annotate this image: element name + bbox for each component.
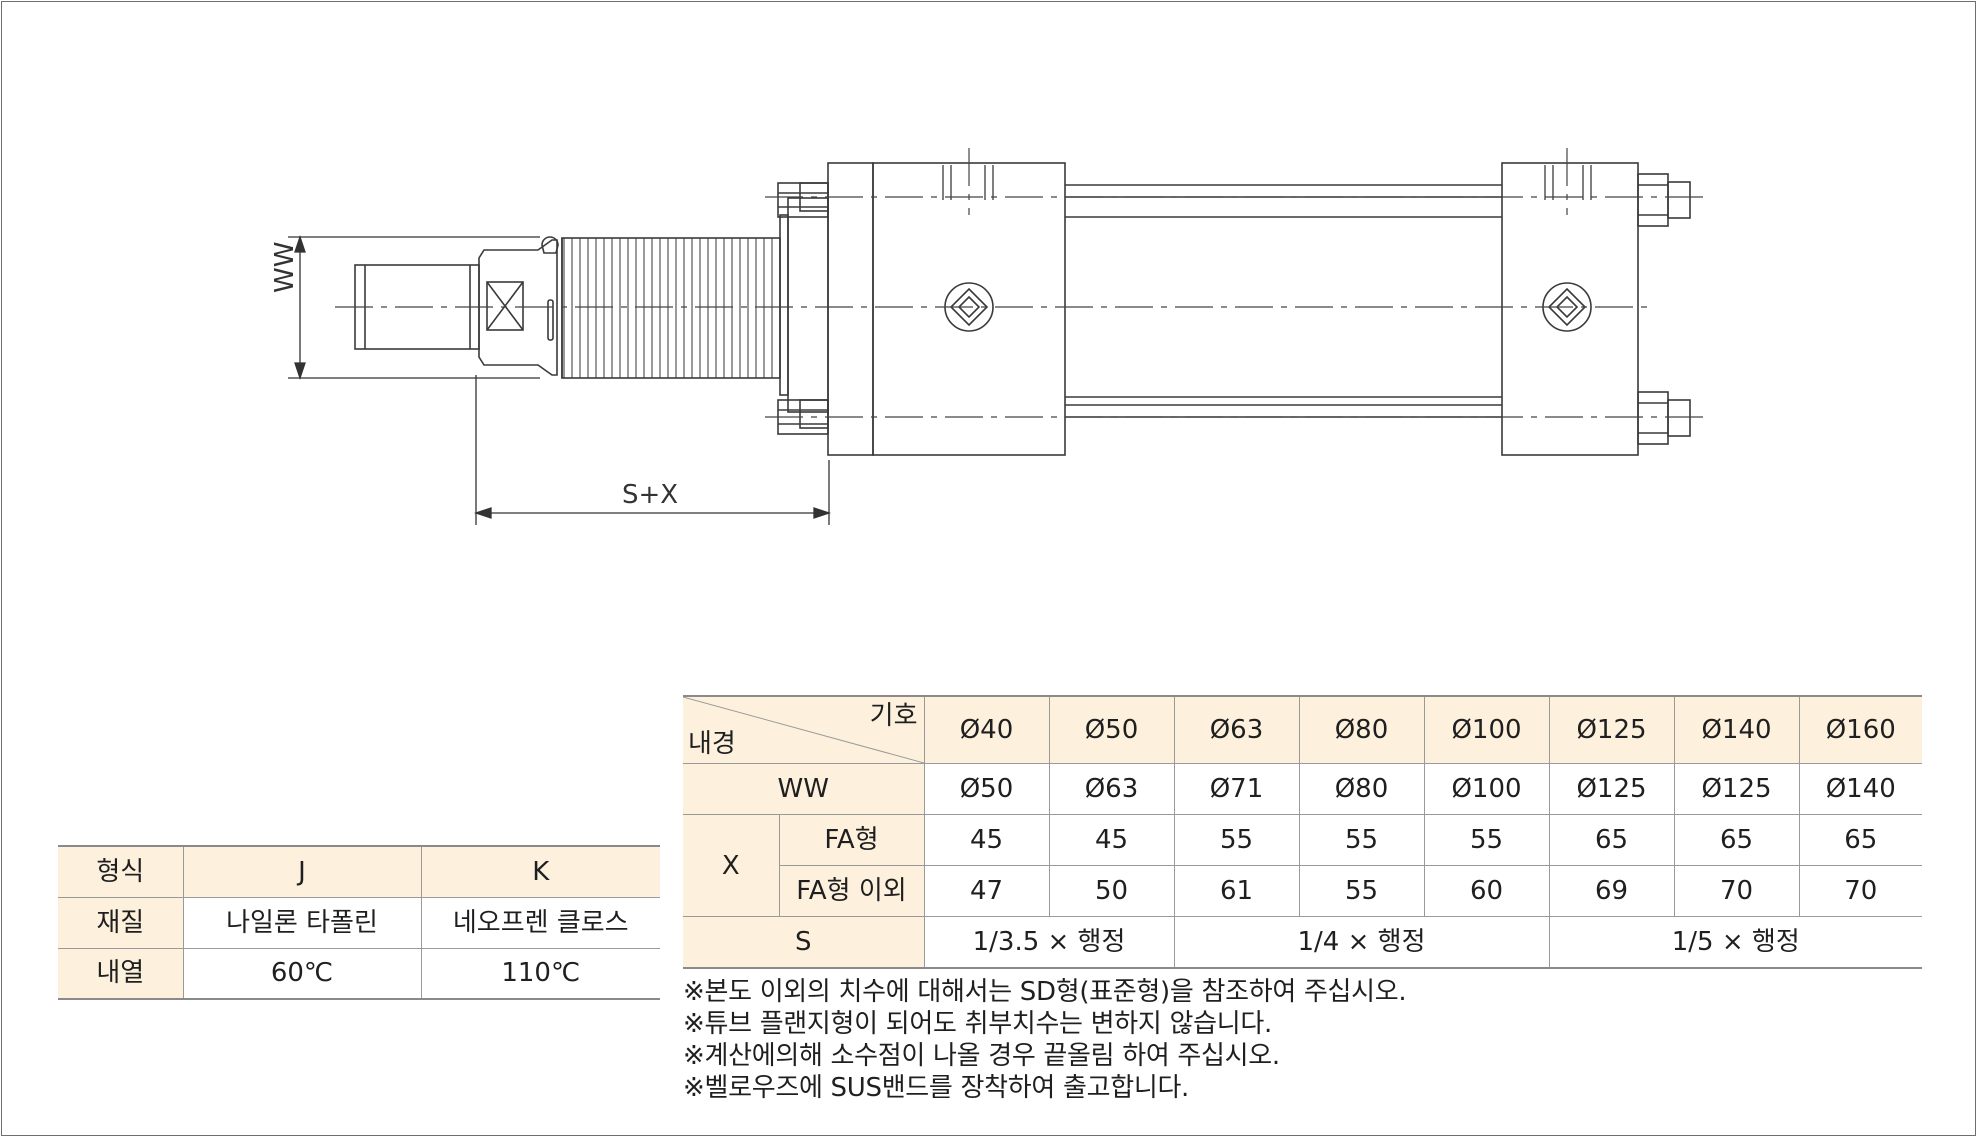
type-label: 형식 xyxy=(58,845,184,898)
x-other-cell: 47 xyxy=(923,865,1050,917)
x-fa-label: FA형 xyxy=(778,814,925,866)
bore-header-row: 기호 내경 Ø40 Ø50 Ø63 Ø80 Ø100 Ø125 Ø140 Ø16… xyxy=(683,695,1922,764)
cylinder-tube xyxy=(1065,184,1502,418)
x-fa-cell: 65 xyxy=(1548,814,1675,866)
rear-tie-rod-nuts xyxy=(1637,173,1691,445)
type-j: J xyxy=(182,845,422,898)
heat-resistance-row: 내열 60℃ 110℃ xyxy=(58,947,660,1000)
bore-cell: Ø63 xyxy=(1173,695,1300,764)
s-row: S 1/3.5 × 행정 1/4 × 행정 1/5 × 행정 xyxy=(683,916,1922,968)
x-fa-cell: 65 xyxy=(1798,814,1922,866)
front-cover xyxy=(872,162,1066,456)
x-fa-cell: 45 xyxy=(923,814,1050,866)
rod-adapter xyxy=(478,236,559,376)
ww-cell: Ø125 xyxy=(1548,763,1675,815)
material-j: 나일론 타폴린 xyxy=(182,896,422,949)
ww-cell: Ø63 xyxy=(1048,763,1175,815)
x-other-cell: 61 xyxy=(1173,865,1300,917)
x-other-label: FA형 이외 xyxy=(779,865,925,917)
ww-row-label: WW xyxy=(683,763,925,815)
ww-row: WW Ø50 Ø63 Ø71 Ø80 Ø100 Ø125 Ø125 Ø140 xyxy=(683,763,1922,815)
material-header-row: 형식 J K xyxy=(58,845,660,898)
bore-cell: Ø40 xyxy=(923,695,1050,764)
ww-cell: Ø50 xyxy=(923,763,1050,815)
s-group-cell: 1/5 × 행정 xyxy=(1548,916,1922,968)
s-group-cell: 1/3.5 × 행정 xyxy=(923,916,1175,968)
front-tie-rod-nuts xyxy=(777,182,829,435)
bore-cell: Ø50 xyxy=(1048,695,1175,764)
x-fa-row: X FA형 45 45 55 55 55 65 65 65 xyxy=(683,814,1922,917)
heat-label: 내열 xyxy=(58,947,184,1000)
x-other-cell: 50 xyxy=(1048,865,1175,917)
dimension-lines xyxy=(288,234,832,525)
center-lines xyxy=(335,148,1705,418)
heat-k: 110℃ xyxy=(420,947,660,1000)
x-fa-cell: 55 xyxy=(1298,814,1425,866)
x-other-cell: 70 xyxy=(1798,865,1922,917)
note-item: ※계산에의해 소수점이 나올 경우 끝올림 하여 주십시오. xyxy=(683,1041,1280,1071)
material-label: 재질 xyxy=(58,896,184,949)
note-item: ※튜브 플랜지형이 되어도 취부치수는 변하지 않습니다. xyxy=(683,1009,1272,1039)
port-marks xyxy=(942,165,1592,200)
x-fa-cell: 55 xyxy=(1423,814,1550,866)
bore-cell: Ø125 xyxy=(1548,695,1675,764)
note-item: ※본도 이외의 치수에 대해서는 SD형(표준형)을 참조하여 주십시오. xyxy=(683,977,1407,1007)
x-fa-cell: 45 xyxy=(1048,814,1175,866)
x-other-cell: 69 xyxy=(1548,865,1675,917)
dimension-ww-label: WW xyxy=(270,241,300,293)
corner-cell: 기호 내경 xyxy=(683,695,925,764)
x-other-cell: 70 xyxy=(1673,865,1800,917)
x-row-label: X xyxy=(683,814,780,917)
s-row-label: S xyxy=(683,916,925,968)
material-table: 형식 J K 재질 나일론 타폴린 네오프렌 클로스 내열 60℃ 110℃ xyxy=(58,845,660,1000)
corner-label-symbol: 기호 xyxy=(869,701,918,731)
note-item: ※벨로우즈에 SUS밴드를 장착하여 출고합니다. xyxy=(683,1073,1190,1103)
corner-diagonal xyxy=(683,697,923,763)
rear-cover xyxy=(1501,162,1639,456)
bore-cell: Ø80 xyxy=(1298,695,1425,764)
x-other-row: FA형 이외 47 50 61 55 60 69 70 70 xyxy=(683,865,1922,917)
x-other-cell: 55 xyxy=(1298,865,1425,917)
ww-cell: Ø125 xyxy=(1673,763,1800,815)
type-k: K xyxy=(420,845,660,898)
ww-cell: Ø100 xyxy=(1423,763,1550,815)
bore-cell: Ø160 xyxy=(1798,695,1922,764)
spec-table: 기호 내경 Ø40 Ø50 Ø63 Ø80 Ø100 Ø125 Ø140 Ø16… xyxy=(683,695,1922,969)
ww-cell: Ø71 xyxy=(1173,763,1300,815)
ww-cell: Ø140 xyxy=(1798,763,1922,815)
bellows-boot xyxy=(561,237,781,379)
material-row: 재질 나일론 타폴린 네오프렌 클로스 xyxy=(58,896,660,949)
notes-list: ※본도 이외의 치수에 대해서는 SD형(표준형)을 참조하여 주십시오. ※튜… xyxy=(683,976,1943,1104)
ww-cell: Ø80 xyxy=(1298,763,1425,815)
x-fa-cell: 65 xyxy=(1673,814,1800,866)
corner-label-bore: 내경 xyxy=(688,729,736,759)
bore-cell: Ø140 xyxy=(1673,695,1800,764)
x-fa-cell: 55 xyxy=(1173,814,1300,866)
s-group-cell: 1/4 × 행정 xyxy=(1173,916,1550,968)
bore-cell: Ø100 xyxy=(1423,695,1550,764)
x-other-cell: 60 xyxy=(1423,865,1550,917)
dimension-sx-label: S+X xyxy=(622,480,679,510)
heat-j: 60℃ xyxy=(182,947,422,1000)
material-k: 네오프렌 클로스 xyxy=(420,896,660,949)
